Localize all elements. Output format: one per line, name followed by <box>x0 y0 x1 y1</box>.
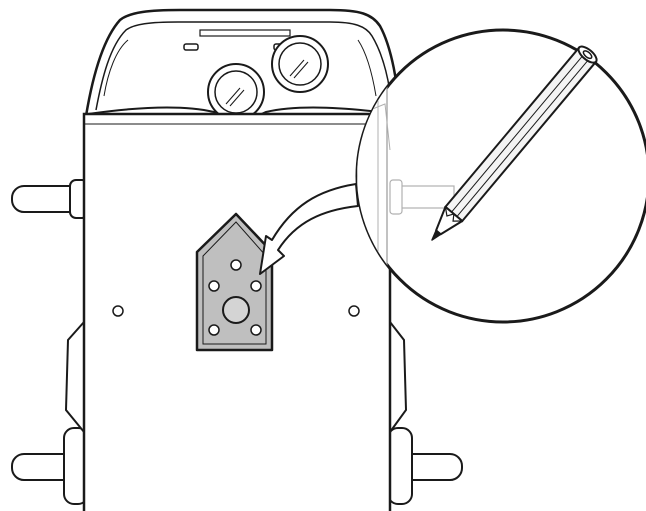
panel-hole-left <box>112 305 124 317</box>
plate-hole-upper-left <box>208 280 220 292</box>
left-side-bracket <box>64 319 85 435</box>
pencil-icon <box>431 45 598 241</box>
curved-arrow-icon <box>259 183 359 275</box>
left-upper-bar <box>11 179 95 219</box>
dial-right <box>271 35 329 93</box>
plate-center-hole <box>222 296 250 324</box>
indicator-slot-left <box>183 43 199 51</box>
dial-left <box>207 63 265 121</box>
mounting-plate <box>195 212 274 352</box>
right-lower-bar <box>379 427 463 505</box>
plate-hole-top <box>230 259 242 271</box>
plate-hole-upper-right <box>250 280 262 292</box>
plate-hole-lower-right <box>250 324 262 336</box>
plate-hole-lower-left <box>208 324 220 336</box>
panel-hole-right <box>348 305 360 317</box>
right-side-bracket <box>389 319 408 436</box>
